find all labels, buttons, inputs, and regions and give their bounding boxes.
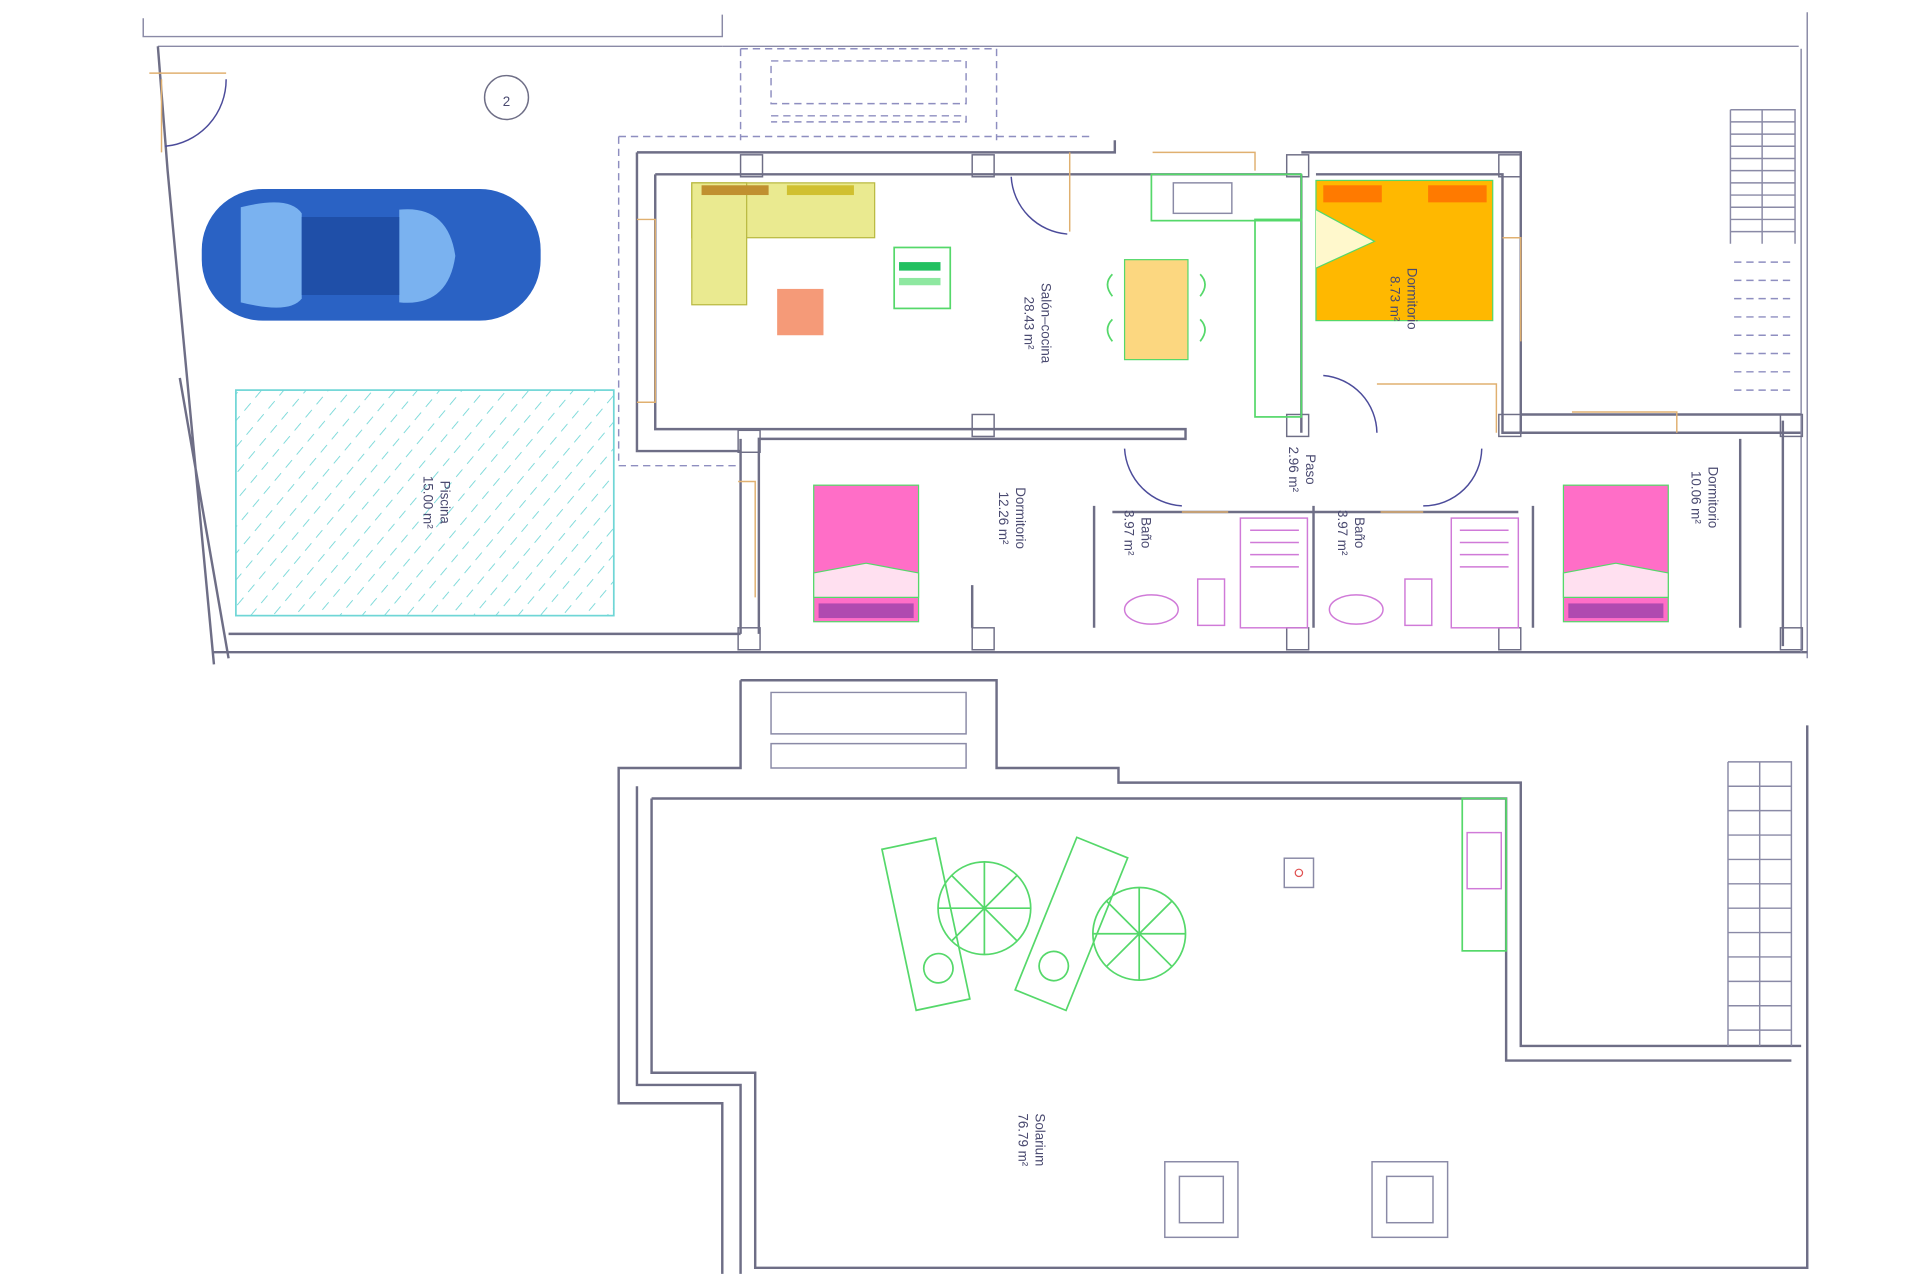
car-icon xyxy=(201,188,541,321)
bathroom-fixtures xyxy=(1123,517,1520,629)
rug xyxy=(777,288,824,336)
room-name: Piscina xyxy=(438,481,453,525)
single-bed xyxy=(1562,484,1669,623)
room-label-bano-1: Baño 3.97 m² xyxy=(1122,510,1154,556)
room-name: Paso xyxy=(1303,454,1318,485)
room-area: 12.26 m² xyxy=(996,492,1011,545)
room-label-salon-cocina: Salón–cocina 28.43 m² xyxy=(1022,283,1054,364)
kitchen xyxy=(1150,173,1303,418)
dining-table xyxy=(1106,259,1206,361)
room-name: Baño xyxy=(1139,517,1154,548)
room-name: Salón–cocina xyxy=(1039,283,1054,364)
room-label-dormitorio-2: Dormitorio 12.26 m² xyxy=(996,487,1028,549)
plot-boundary xyxy=(142,12,1808,665)
room-area: 3.97 m² xyxy=(1335,510,1350,556)
room-area: 76.79 m² xyxy=(1016,1113,1031,1166)
stairs xyxy=(1729,108,1796,391)
armchair xyxy=(893,246,952,310)
room-label-dormitorio-3: Dormitorio 10.06 m² xyxy=(1688,466,1720,528)
room-label-bano-2: Baño 3.97 m² xyxy=(1335,510,1367,556)
doors xyxy=(1010,176,1483,507)
room-name: Baño xyxy=(1352,517,1367,548)
single-bed xyxy=(813,484,920,623)
double-bed xyxy=(1315,179,1494,322)
plan-number: 2 xyxy=(503,94,510,109)
room-area: 2.96 m² xyxy=(1286,447,1301,493)
room-label-dormitorio-1: Dormitorio 8.73 m² xyxy=(1387,268,1419,330)
room-name: Solarium xyxy=(1033,1113,1048,1166)
plan-number-marker: 2 xyxy=(483,74,530,121)
room-label-paso: Paso 2.96 m² xyxy=(1286,447,1318,493)
room-area: 3.97 m² xyxy=(1122,510,1137,556)
room-name: Dormitorio xyxy=(1705,466,1720,528)
solarium xyxy=(617,679,1809,1274)
room-name: Dormitorio xyxy=(1404,268,1419,330)
room-area: 8.73 m² xyxy=(1387,276,1402,322)
gate-door xyxy=(149,72,227,153)
room-area: 10.06 m² xyxy=(1688,471,1703,524)
room-area: 28.43 m² xyxy=(1022,297,1037,350)
room-name: Dormitorio xyxy=(1013,487,1028,549)
room-area: 15.00 m² xyxy=(421,476,436,529)
pool: Piscina 15.00 m² xyxy=(235,389,615,617)
room-label-solarium: Solarium 76.79 m² xyxy=(1016,1113,1048,1166)
sun-loungers xyxy=(880,836,1187,1012)
sofa xyxy=(691,182,876,306)
